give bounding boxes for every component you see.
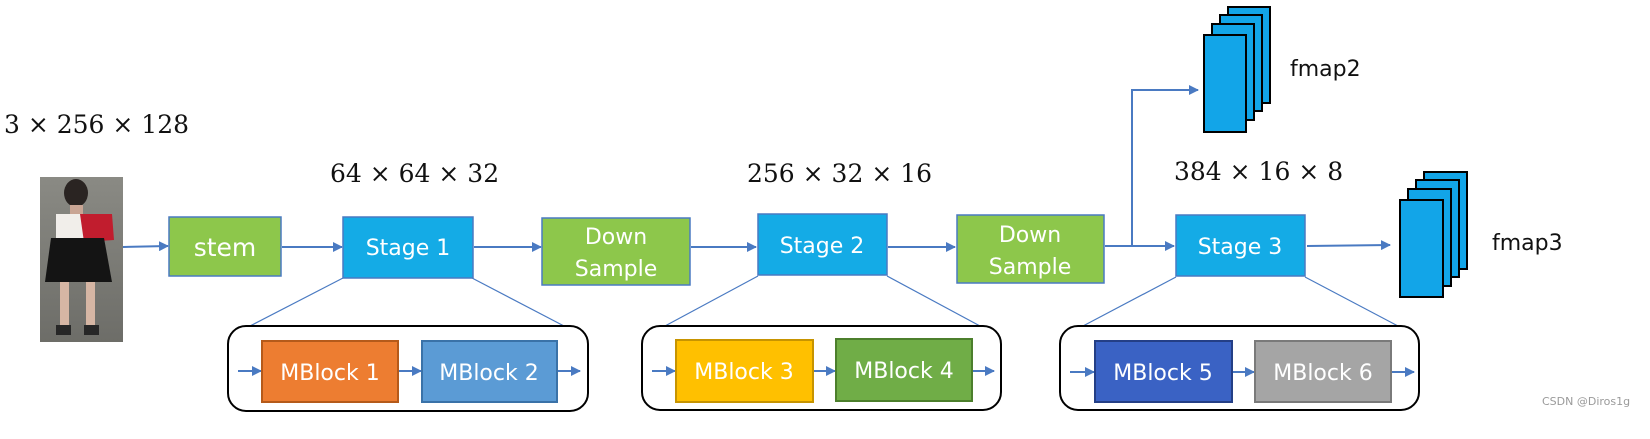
mblock-1-label: MBlock 1 [280, 361, 379, 386]
stage3-block: Stage 3 [1175, 214, 1306, 277]
stage3-label: Stage 3 [1198, 235, 1283, 260]
mblock-4: MBlock 4 [835, 338, 973, 402]
stage3-fan-left [1082, 276, 1177, 327]
mblock-1: MBlock 1 [261, 340, 399, 403]
stage1-label: Stage 1 [366, 236, 451, 261]
mblock-3-label: MBlock 3 [694, 360, 793, 385]
mblock-group-stage3: MBlock 5 MBlock 6 [1059, 325, 1420, 411]
stem-label: stem [194, 233, 257, 262]
mblock-6: MBlock 6 [1254, 340, 1392, 403]
fmap2-label: fmap2 [1290, 57, 1361, 82]
watermark-text: CSDN @Diros1g [1542, 395, 1630, 408]
stage2-label: Stage 2 [780, 234, 865, 259]
stage2-block: Stage 2 [757, 213, 888, 276]
stage2-dimension-label: 256 × 32 × 16 [747, 159, 932, 188]
downsample1-label-line2: Sample [575, 257, 658, 282]
downsample1-label-line1: Down [585, 225, 647, 250]
stage1-fan-right [471, 277, 565, 327]
arrow-stage3-to-fmap3 [1306, 240, 1391, 251]
mblock-group-stage2: MBlock 3 MBlock 4 [641, 325, 1002, 411]
downsample1-block: Down Sample [541, 217, 691, 286]
mblock-4-label: MBlock 4 [854, 359, 953, 384]
arrow-input-to-stem [122, 241, 169, 252]
downsample2-block: Down Sample [956, 214, 1105, 284]
mblock-group-stage1: MBlock 1 MBlock 2 [227, 325, 589, 412]
arrow-branch-to-fmap2 [1131, 85, 1199, 246]
stage2-fan-right [886, 275, 981, 327]
input-dimension-label: 3 × 256 × 128 [4, 110, 189, 139]
stage1-fan-left [249, 277, 344, 327]
fmap2-feature-stack [1203, 6, 1271, 133]
downsample2-label-line2: Sample [989, 255, 1072, 280]
stem-block: stem [168, 216, 282, 277]
stage2-fan-left [664, 275, 759, 327]
mblock-2-label: MBlock 2 [439, 361, 538, 386]
mblock-3: MBlock 3 [675, 339, 814, 403]
downsample2-label-line1: Down [999, 223, 1061, 248]
fmap3-feature-stack [1399, 171, 1468, 298]
stage1-block: Stage 1 [342, 216, 474, 279]
input-person-image [40, 177, 123, 342]
mblock-6-label: MBlock 6 [1273, 361, 1372, 386]
mblock-2: MBlock 2 [421, 340, 558, 403]
stage3-fan-right [1304, 276, 1399, 327]
stage1-dimension-label: 64 × 64 × 32 [330, 159, 499, 188]
stage3-dimension-label: 384 × 16 × 8 [1174, 157, 1343, 186]
mblock-5-label: MBlock 5 [1113, 361, 1212, 386]
fmap3-label: fmap3 [1492, 231, 1563, 256]
mblock-5: MBlock 5 [1094, 340, 1233, 403]
